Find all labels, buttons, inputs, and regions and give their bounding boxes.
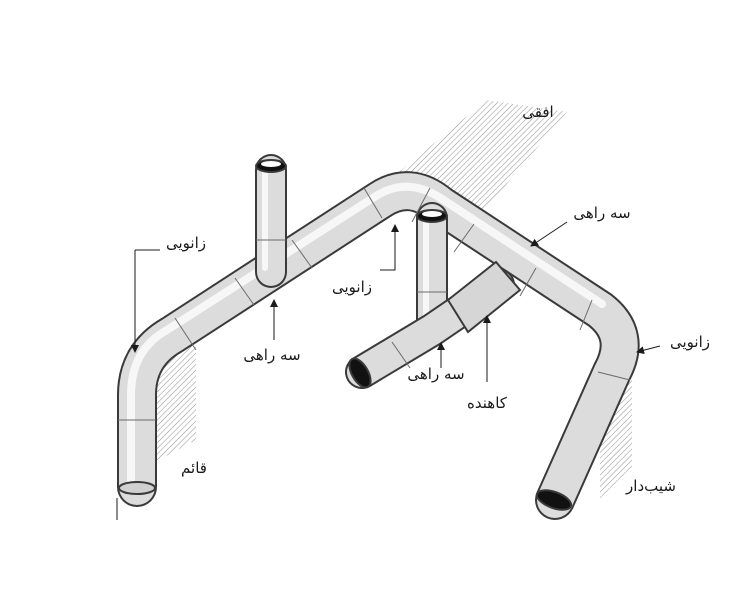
label-horizontal: افقی bbox=[522, 103, 553, 121]
pipe-seams bbox=[118, 187, 631, 421]
label-tee-left: سه راهی bbox=[243, 346, 300, 364]
leader-lines bbox=[116, 221, 661, 520]
label-tee-upper-right: سه راهی bbox=[573, 204, 630, 222]
upper-left-vertical-branch bbox=[255, 154, 287, 288]
label-sloped: شیب‌دار bbox=[625, 477, 676, 495]
pipe-opening-bottom-right bbox=[535, 489, 573, 511]
label-elbow-middle: زانویی bbox=[332, 278, 372, 296]
reducer-branch bbox=[345, 260, 522, 389]
label-reducer: کاهنده bbox=[467, 394, 508, 412]
label-elbow-left: زانویی bbox=[166, 234, 206, 252]
reducer-fitting bbox=[446, 260, 522, 334]
label-vertical: قائم bbox=[181, 459, 207, 477]
label-tee-middle: سه راهی bbox=[407, 365, 464, 383]
label-elbow-right: زانویی bbox=[670, 333, 710, 351]
vertical-plane-hatch-left bbox=[155, 340, 196, 462]
pipe-opening-bottom-left bbox=[118, 481, 156, 495]
pipe-opening-lower-left bbox=[348, 357, 372, 389]
main-pipe-run bbox=[117, 171, 640, 520]
